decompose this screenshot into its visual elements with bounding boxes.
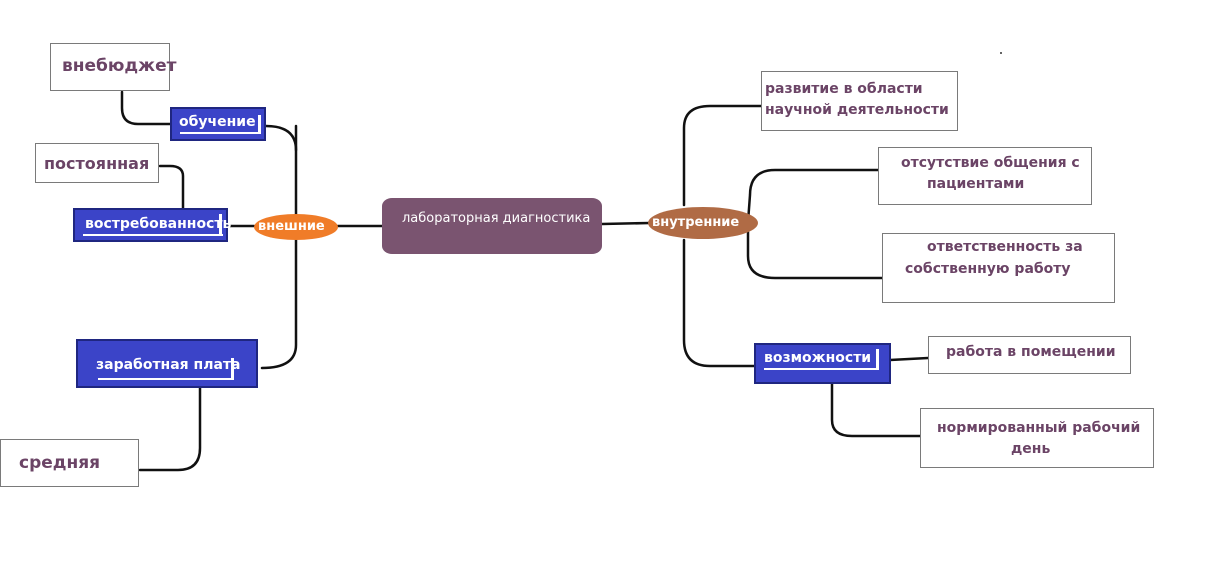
node-vozmozhnosti-underline: [764, 368, 878, 370]
node-vostrebovannost: востребованность: [73, 208, 232, 242]
node-vnebudzhet-label: внебюджет: [62, 56, 177, 76]
node-razvitie-line1: развитие в области: [765, 81, 923, 97]
node-zarplata-tick: [231, 358, 234, 380]
node-obuchenie: обучение: [170, 107, 266, 141]
node-vostrebovannost-label: востребованность: [85, 216, 232, 232]
node-pomeshchenie: работа в помещении: [928, 336, 1131, 374]
node-normirovanny-line1: нормированный рабочий: [937, 420, 1141, 436]
node-obshchenie: отсутствие общения с пациентами: [878, 147, 1092, 205]
internal-factors-hub: внутренние: [648, 207, 758, 239]
node-pomeshchenie-label: работа в помещении: [946, 344, 1116, 360]
node-otvetstvennost: ответственность за собственную работу: [882, 233, 1115, 303]
node-razvitie-line2: научной деятельности: [765, 102, 949, 118]
central-node: лабораторная диагностика: [382, 198, 602, 254]
node-razvitie: развитие в области научной деятельности: [761, 71, 958, 131]
node-obuchenie-label: обучение: [179, 114, 256, 130]
node-otvetstvennost-line1: ответственность за: [927, 239, 1083, 255]
node-obuchenie-underline: [180, 132, 260, 134]
node-vozmozhnosti-tick: [876, 349, 879, 370]
node-srednyaya: средняя: [0, 439, 139, 487]
internal-hub-label: внутренние: [652, 215, 740, 230]
node-normirovanny: нормированный рабочий день: [920, 408, 1154, 468]
node-vozmozhnosti: возможности: [754, 343, 891, 384]
node-postoyannaya: постоянная: [35, 143, 159, 183]
node-srednyaya-label: средняя: [19, 453, 101, 473]
node-zarplata-underline: [98, 378, 234, 380]
node-obshchenie-line1: отсутствие общения с: [901, 155, 1080, 171]
node-otvetstvennost-line2: собственную работу: [905, 261, 1071, 277]
external-factors-hub: внешние: [254, 214, 338, 240]
node-vostrebovannost-underline: [83, 234, 223, 236]
node-obshchenie-line2: пациентами: [927, 176, 1025, 192]
node-vnebudzhet: внебюджет: [50, 43, 176, 91]
node-vozmozhnosti-label: возможности: [764, 350, 872, 366]
node-normirovanny-line2: день: [1011, 441, 1051, 457]
node-zarplata: заработная плата: [76, 339, 258, 388]
external-hub-label: внешние: [258, 219, 325, 234]
node-vostrebovannost-tick: [219, 214, 222, 236]
node-zarplata-label: заработная плата: [96, 357, 241, 373]
node-obuchenie-tick: [258, 115, 261, 134]
central-node-label: лабораторная диагностика: [402, 211, 591, 226]
node-postoyannaya-label: постоянная: [44, 154, 150, 173]
